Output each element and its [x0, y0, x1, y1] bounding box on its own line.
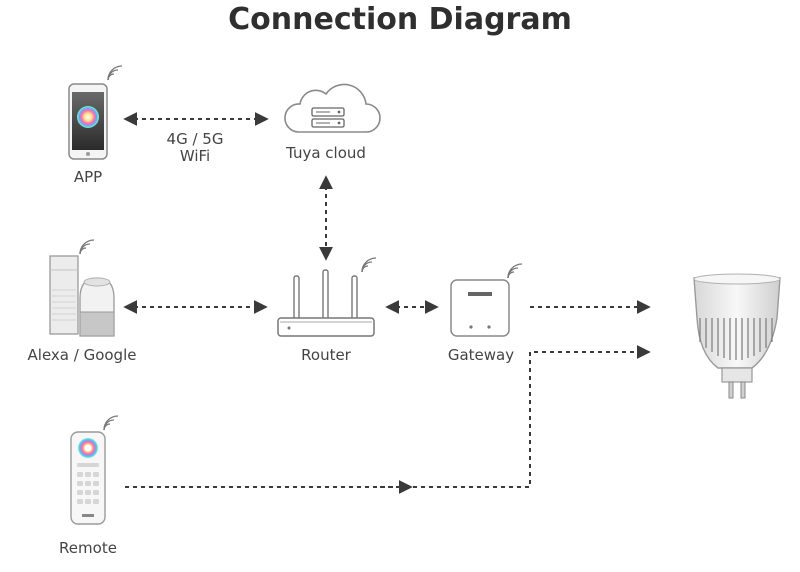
wifi-signal-icon — [103, 415, 119, 431]
label-app: APP — [73, 168, 103, 186]
led-bulb-icon — [693, 273, 781, 399]
label-remote: Remote — [59, 539, 117, 557]
wifi-signal-icon — [361, 257, 377, 273]
wifi-signal-icon — [107, 65, 123, 81]
remote-control-icon — [70, 431, 106, 525]
label-link-line1: 4G / 5G — [166, 130, 224, 148]
wifi-signal-icon — [507, 263, 523, 279]
label-alexa-google: Alexa / Google — [27, 346, 137, 364]
diagram-title: Connection Diagram — [228, 2, 572, 37]
label-gateway: Gateway — [447, 346, 515, 364]
gateway-icon — [450, 279, 510, 337]
cloud-server-icon — [284, 83, 381, 133]
wifi-signal-icon — [79, 239, 95, 255]
label-router: Router — [301, 346, 351, 364]
connection-lines — [123, 112, 651, 494]
smart-speaker-icon — [49, 255, 115, 337]
router-icon — [277, 269, 375, 337]
label-tuya-cloud: Tuya cloud — [286, 144, 366, 162]
label-link-network: 4G / 5G WiFi — [150, 131, 240, 165]
link-remote-bulb — [125, 345, 651, 488]
smartphone-icon — [68, 83, 108, 160]
label-link-line2: WiFi — [179, 147, 211, 165]
